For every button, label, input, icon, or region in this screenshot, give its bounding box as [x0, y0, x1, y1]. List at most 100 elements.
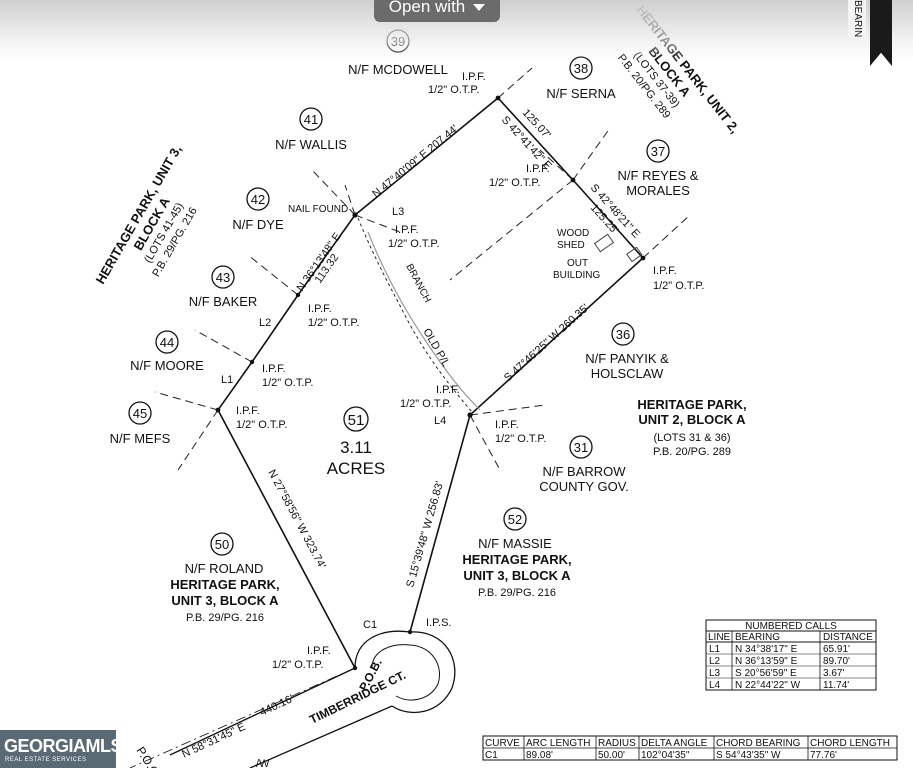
feature-labels: WOOD SHED OUT BUILDING BRANCH OLD P/L TI…	[133, 206, 600, 768]
pin-label: 1/2" O.T.P.	[308, 317, 359, 329]
curve-table-header: CHORD BEARING	[716, 738, 801, 749]
pin-label: 1/2" O.T.P.	[653, 280, 704, 292]
subdivision-text: (LOTS 31 & 36)	[653, 432, 730, 444]
pin-label: I.P.F.	[262, 363, 286, 375]
curve-table-text: CURVE ARC LENGTH RADIUS DELTA ANGLE CHOR…	[485, 738, 890, 761]
subdivision-text: P.B. 29/PG. 216	[186, 612, 264, 624]
line-table-cell: L2	[709, 656, 721, 667]
line-table-cell: 3.67'	[823, 668, 844, 679]
lot-owner: N/F WALLIS	[275, 137, 347, 152]
subdivision-text: P.B. 20/PG. 289	[653, 446, 731, 458]
curve-table-cell: 50.00'	[598, 750, 625, 761]
line-table-cell: 89.70'	[823, 656, 850, 667]
parcel-boundary	[354, 96, 645, 633]
subdivision-label-left: HERITAGE PARK, UNIT 3, BLOCK A (LOTS 41-…	[93, 142, 200, 286]
old-property-line	[367, 231, 481, 411]
wood-shed-label: SHED	[557, 240, 585, 251]
old-pl-label: OLD P/L	[420, 327, 451, 370]
subdivision-text: HERITAGE PARK,	[637, 397, 746, 412]
pin-label: 1/2" O.T.P.	[428, 84, 479, 96]
pin-label: 1/2" O.T.P.	[262, 377, 313, 389]
pin-label: I.P.F.	[653, 265, 677, 277]
curve-table-header: CHORD LENGTH	[810, 738, 890, 749]
subdivision-label-roland: HERITAGE PARK, UNIT 3, BLOCK A P.B. 29/P…	[170, 577, 279, 624]
lot-number: 45	[133, 406, 147, 421]
line-table	[705, 619, 877, 691]
curve-table-cell: S 54°43'35" W	[716, 750, 781, 761]
lot-number: 50	[215, 537, 229, 552]
lot-number: 52	[508, 512, 522, 527]
open-with-button[interactable]: Open with	[374, 0, 500, 22]
road-edge-upper	[169, 667, 356, 756]
branch-line	[357, 217, 473, 413]
lot-number: 41	[304, 112, 318, 127]
subdivision-text: P.B. 29/PG. 216	[478, 587, 556, 599]
line-table-cell: 11.74'	[823, 680, 849, 691]
pin-label: I.P.F.	[395, 224, 419, 236]
lot-number: 31	[574, 440, 588, 455]
pin-label: I.P.F.	[236, 405, 260, 417]
subdivision-label-massie: HERITAGE PARK, UNIT 3, BLOCK A P.B. 29/P…	[462, 552, 571, 599]
subject-lot-area-unit: ACRES	[327, 459, 386, 478]
call-southeast: S 47°46'25" W 260.35'	[502, 302, 592, 384]
call-south: S 15°39'48" W 256.83'	[404, 480, 446, 589]
curve-table-cell: C1	[485, 750, 498, 761]
c1-label: C1	[363, 619, 377, 631]
curve-table	[482, 735, 898, 761]
logo-subtext: REAL ESTATE SERVICES	[5, 757, 87, 763]
lot-owner: N/F SERNA	[546, 86, 616, 101]
bookmark-icon[interactable]	[870, 0, 892, 66]
lot-owner: N/F ROLAND	[185, 561, 264, 576]
lot-owner: HOLSCLAW	[591, 366, 664, 381]
pin-label: I.P.S.	[426, 617, 451, 629]
pin-label: I.P.F.	[495, 419, 519, 431]
chevron-down-icon	[473, 4, 486, 11]
call-north: N 47°40'09" E 207.44'	[370, 123, 460, 201]
line-table-title: NUMBERED CALLS	[745, 621, 837, 632]
line-table-cell: L4	[709, 680, 721, 691]
subject-lot-area: 3.11	[340, 438, 372, 457]
cul-de-sac-inner	[371, 644, 440, 701]
lot-labels: 39 N/F MCDOWELL 38 N/F SERNA 41 N/F WALL…	[110, 34, 699, 576]
pin-label: I.P.F.	[307, 645, 331, 657]
subdivision-text: HERITAGE PARK,	[170, 577, 279, 592]
road-centerline	[129, 667, 356, 768]
lot-owner: COUNTY GOV.	[539, 479, 629, 494]
branch-label: BRANCH	[403, 262, 433, 304]
curve-table-header: CURVE	[485, 738, 520, 749]
pin-label: 1/2" O.T.P.	[495, 433, 546, 445]
lot-number: 44	[160, 335, 174, 350]
lot-owner: N/F MCDOWELL	[348, 62, 448, 77]
lot-owner: N/F BAKER	[189, 294, 258, 309]
lot-owner: N/F REYES &	[618, 168, 699, 183]
lot-number: 37	[651, 144, 665, 159]
lot-number: 42	[251, 192, 265, 207]
subdivision-text: HERITAGE PARK,	[462, 552, 571, 567]
curve-table-header: RADIUS	[598, 738, 636, 749]
subdivision-text: UNIT 2, BLOCK A	[638, 412, 746, 427]
cul-de-sac	[354, 630, 456, 714]
curve-table-cell: 102°04'35"	[641, 750, 690, 761]
pin-label: I.P.F.	[308, 303, 332, 315]
lot-number: 43	[216, 270, 230, 285]
lot-number: 36	[616, 327, 630, 342]
line-table-cell: S 20°56'59" E	[735, 668, 797, 679]
pin-label: I.P.F.	[436, 384, 460, 396]
wood-shed-label: WOOD	[557, 228, 589, 239]
curve-table-cell: 89.08'	[526, 750, 553, 761]
pin-labels: I.P.F. 1/2" O.T.P. I.P.F. 1/2" O.T.P. NA…	[236, 71, 704, 671]
pin-label: 1/2" O.T.P.	[388, 238, 439, 250]
subject-lot-number: 51	[348, 412, 365, 429]
subdivision-text: UNIT 3, BLOCK A	[463, 568, 571, 583]
call-southwest: N 27°58'56" W 323.74'	[265, 468, 327, 571]
lot-owner: N/F MASSIE	[478, 536, 552, 551]
georgia-mls-logo: GEORGIAMLS REAL ESTATE SERVICES	[0, 730, 123, 768]
lot-owner: N/F MOORE	[130, 358, 204, 373]
call-poc-dist: 440.16'	[258, 693, 295, 719]
pin-label: I.P.F.	[526, 163, 550, 175]
wood-shed-outline	[593, 233, 615, 253]
l4-label: L4	[434, 415, 446, 427]
line-table-cell: N 36°13'59" E	[735, 656, 798, 667]
line-table-cell: L1	[709, 644, 721, 655]
